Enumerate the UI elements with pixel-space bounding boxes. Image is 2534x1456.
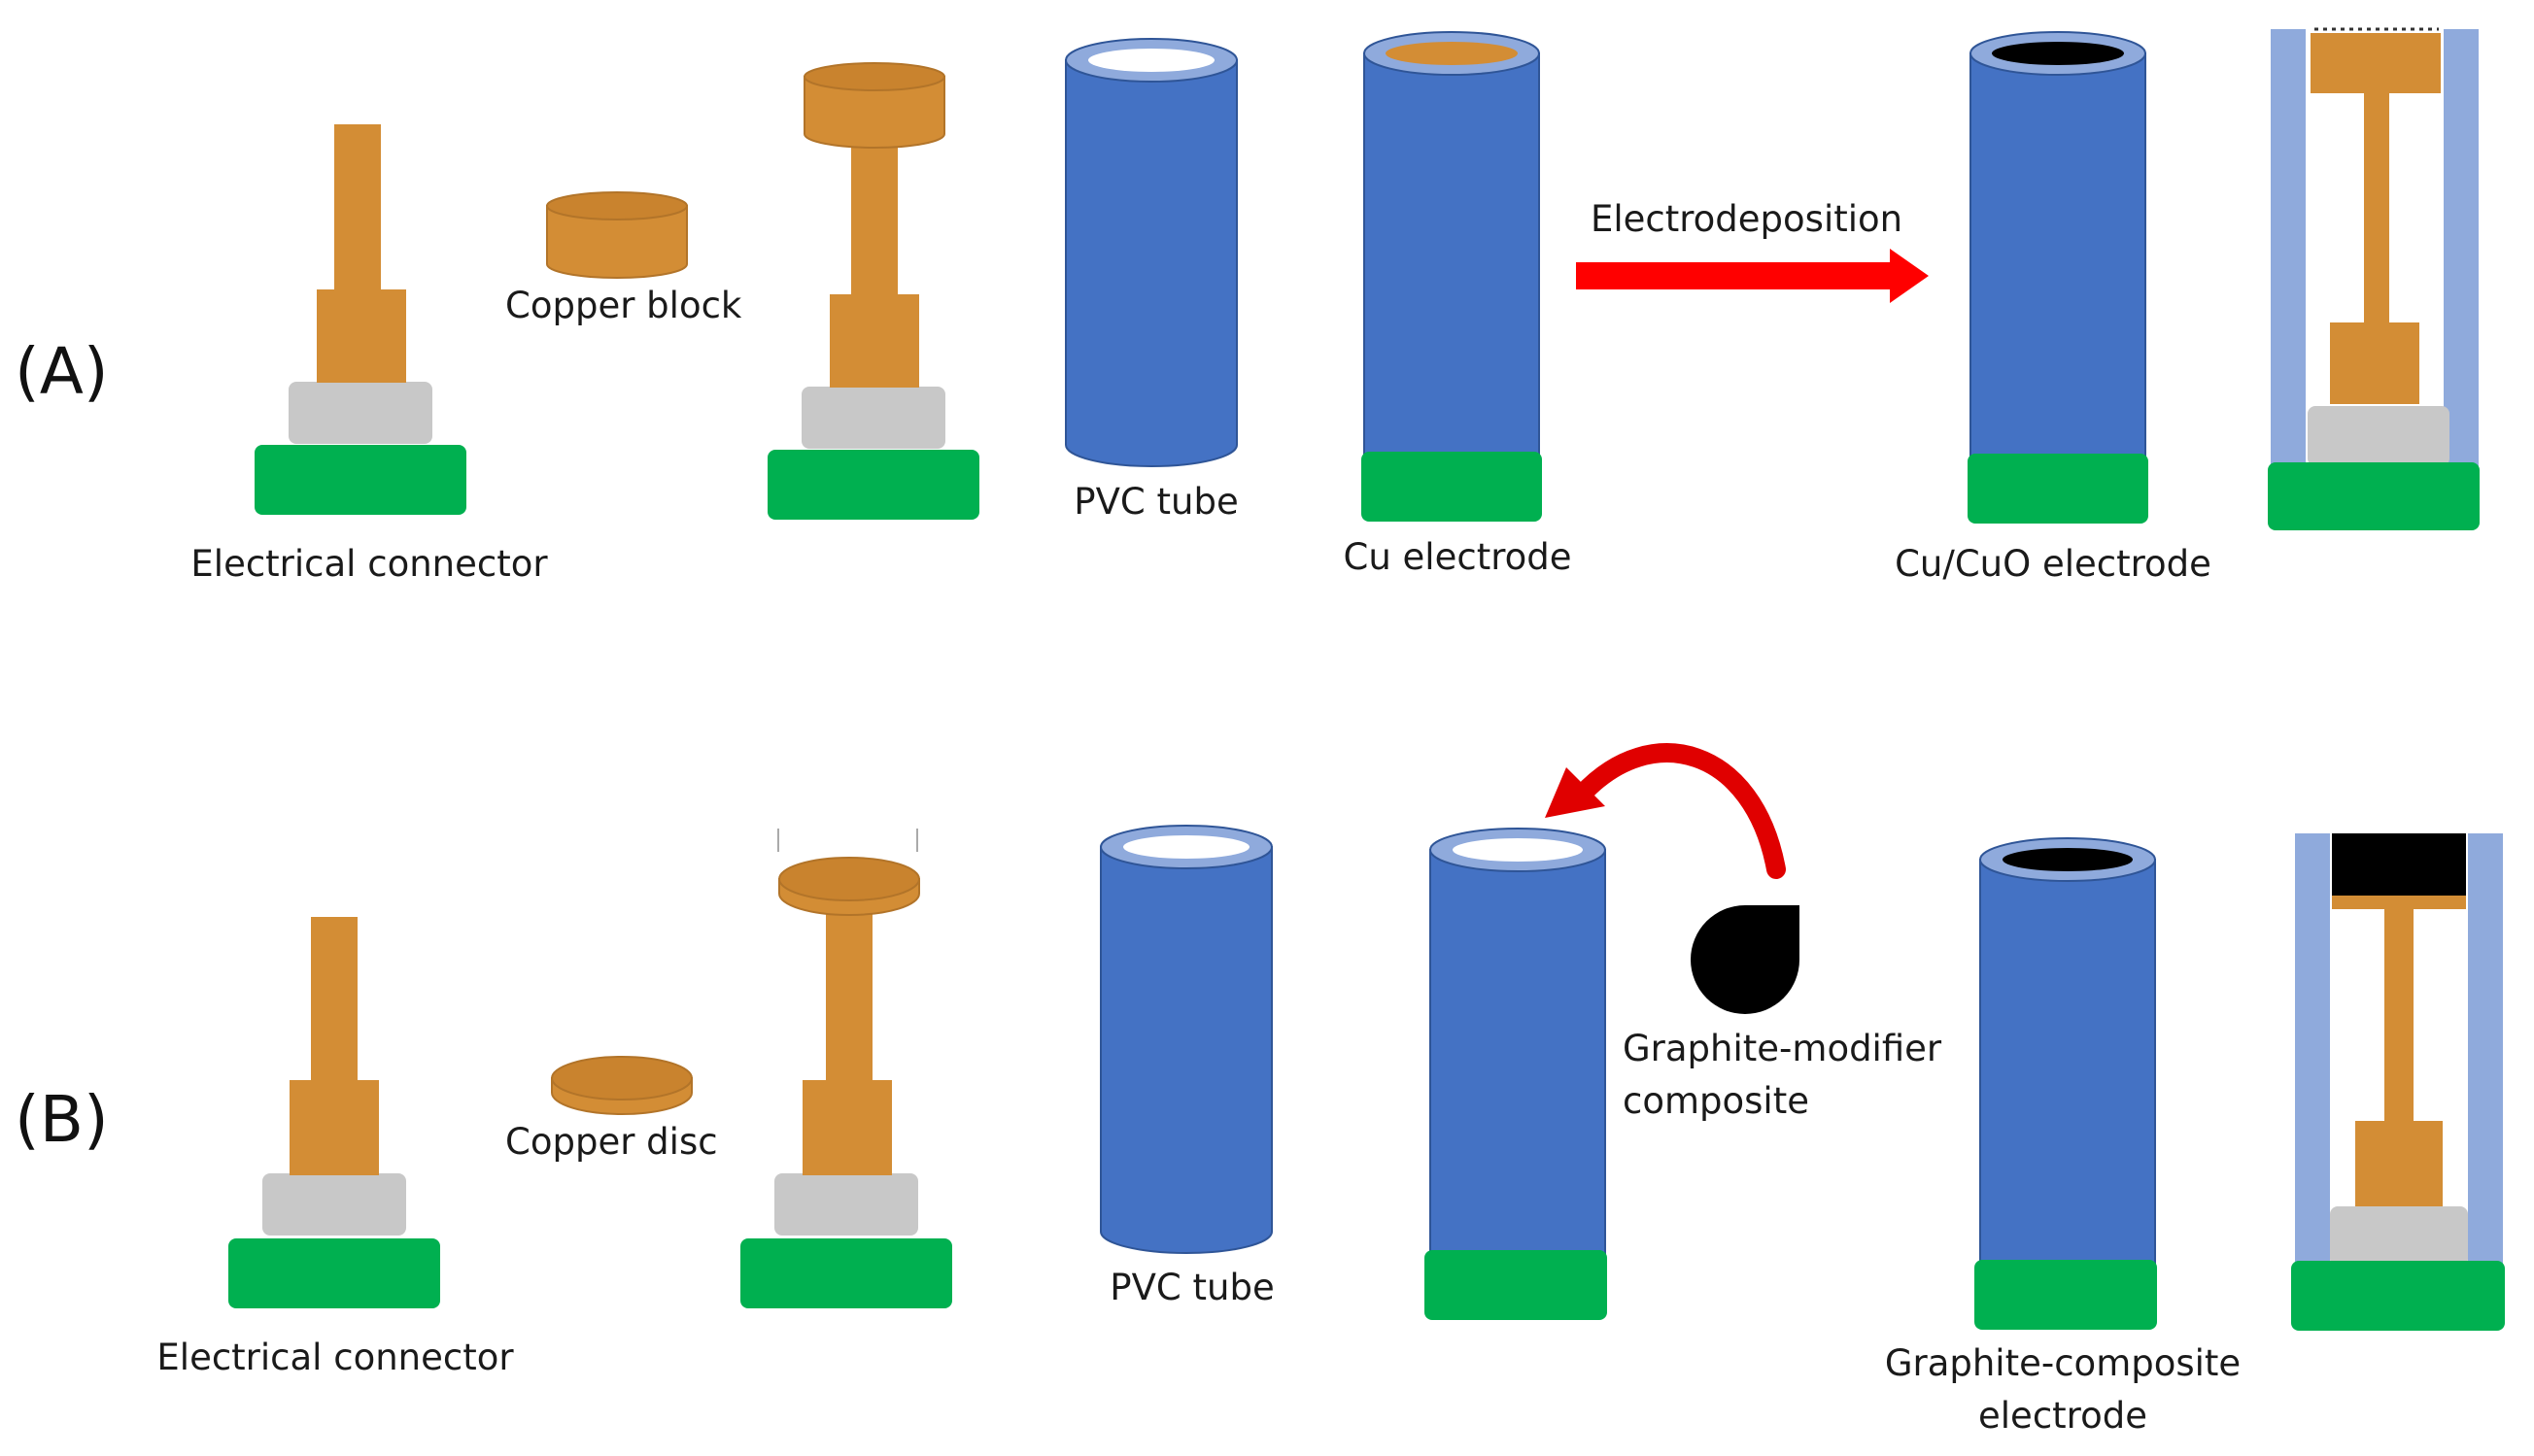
b-connector-assembly [228, 917, 440, 1308]
a-connector-copper-pin [334, 124, 381, 291]
a-cu-cuo-surface [1992, 42, 2124, 65]
a-pvc-tube-opening [1088, 49, 1215, 72]
b-tube-electrode-green-base [1424, 1250, 1607, 1320]
a-cross-section-right-wall [2444, 29, 2479, 486]
a-connector-green-base [255, 445, 466, 515]
a-cross-section [2268, 27, 2480, 530]
b-assembled-copper-lower-stem [803, 1080, 892, 1175]
b-graphite-composite-body [1979, 859, 2156, 1269]
b-curved-arrow-head [1545, 767, 1605, 818]
a-cu-cuo-electrode-label: Cu/CuO electrode [1895, 543, 2211, 585]
b-pvc-tube-opening [1123, 835, 1250, 859]
a-assembled-green-base [768, 450, 979, 520]
a-copper-block-top [546, 191, 688, 220]
b-graphite-modifier-label-line1: Graphite-modifier [1623, 1028, 1942, 1069]
a-pvc-tube [1065, 38, 1238, 467]
b-cross-section-green-base [2291, 1261, 2505, 1331]
b-cross-section-copper-stem [2355, 1121, 2443, 1208]
a-cross-section-copper-pin [2364, 93, 2389, 324]
a-cross-section-green-base [2268, 462, 2480, 530]
a-connector-assembly [255, 124, 466, 515]
b-graphite-composite-green-base [1974, 1260, 2157, 1330]
a-assembled-copper-lower-stem [830, 294, 919, 388]
panel-b: (B) Electrical connector Copper disc [15, 743, 2505, 1437]
b-graphite-composite-surface [2003, 848, 2133, 871]
a-cu-cuo-electrode-green-base [1968, 454, 2148, 524]
b-graphite-modifier-drop [1691, 905, 1799, 1014]
b-connector-copper-pin [311, 917, 358, 1082]
b-curved-arrow [1545, 743, 1786, 879]
b-cross-section-left-wall [2295, 833, 2330, 1300]
a-electrodeposition-arrow [1576, 249, 1929, 303]
b-cross-section-copper-pin [2384, 909, 2414, 1123]
a-assembled-connector [768, 62, 979, 520]
b-tube-electrode-body [1429, 849, 1606, 1259]
a-cu-electrode-body [1363, 52, 1540, 457]
a-pvc-tube-body [1065, 59, 1238, 467]
panel-a-label: (A) [15, 334, 109, 409]
b-assembled-green-base [740, 1238, 952, 1308]
a-cu-electrode-copper-surface [1386, 42, 1518, 65]
b-cross-section [2291, 833, 2505, 1331]
a-electrical-connector-label: Electrical connector [190, 543, 548, 585]
a-assembled-copper-block-side [804, 76, 945, 149]
a-assembled-copper-pin [851, 136, 898, 296]
b-pvc-tube-label: PVC tube [1110, 1267, 1274, 1308]
a-copper-block [546, 191, 688, 279]
a-cross-section-copper-stem [2330, 322, 2419, 404]
b-assembled-gray-insulator [774, 1173, 918, 1236]
a-assembled-copper-block-top [804, 62, 945, 91]
b-copper-disc-top [551, 1056, 693, 1100]
a-connector-gray-insulator [289, 382, 432, 444]
a-electrodeposition-label: Electrodeposition [1591, 198, 1902, 240]
b-graphite-composite-label-line2: electrode [1978, 1395, 2147, 1437]
a-copper-block-label: Copper block [505, 285, 742, 326]
b-graphite-composite-electrode [1974, 837, 2157, 1330]
b-graphite-composite-label-line1: Graphite-composite [1885, 1342, 2241, 1384]
a-cu-electrode [1361, 31, 1542, 522]
b-cross-section-copper-disc [2332, 896, 2466, 909]
b-assembled-copper-pin [826, 911, 873, 1082]
b-curved-arrow-shaft [1572, 743, 1786, 879]
a-cu-electrode-label: Cu electrode [1344, 536, 1572, 578]
b-connector-gray-insulator [262, 1173, 406, 1236]
b-tube-electrode-opening [1453, 838, 1583, 862]
a-connector-copper-lower-stem [317, 289, 406, 383]
a-cu-cuo-electrode [1968, 31, 2148, 524]
panel-b-label: (B) [15, 1082, 109, 1157]
a-cross-section-gray-insulator [2308, 406, 2449, 466]
b-copper-disc [551, 1056, 693, 1115]
a-cu-electrode-green-base [1361, 452, 1542, 522]
b-cross-section-right-wall [2468, 833, 2503, 1300]
b-cross-section-gray-insulator [2330, 1206, 2468, 1267]
a-cross-section-left-wall [2271, 29, 2306, 486]
b-cross-section-graphite-layer [2332, 833, 2466, 896]
b-graphite-modifier-label-line2: composite [1623, 1080, 1809, 1122]
a-assembled-gray-insulator [802, 387, 945, 449]
b-electrical-connector-label: Electrical connector [156, 1337, 514, 1378]
b-pvc-tube-body [1100, 846, 1273, 1254]
b-assembled-connector [740, 829, 952, 1308]
b-copper-disc-label: Copper disc [505, 1121, 718, 1163]
panel-a: (A) Electrical connector Copper block [15, 27, 2480, 585]
b-connector-copper-lower-stem [290, 1080, 379, 1175]
b-tube-electrode [1424, 828, 1607, 1320]
b-connector-green-base [228, 1238, 440, 1308]
b-assembled-copper-disc-top [778, 857, 920, 901]
a-cu-cuo-electrode-body [1969, 52, 2146, 459]
b-pvc-tube [1100, 825, 1273, 1254]
a-copper-block-side [546, 205, 688, 279]
a-cross-section-copper-block [2311, 33, 2441, 93]
a-pvc-tube-label: PVC tube [1074, 481, 1238, 523]
